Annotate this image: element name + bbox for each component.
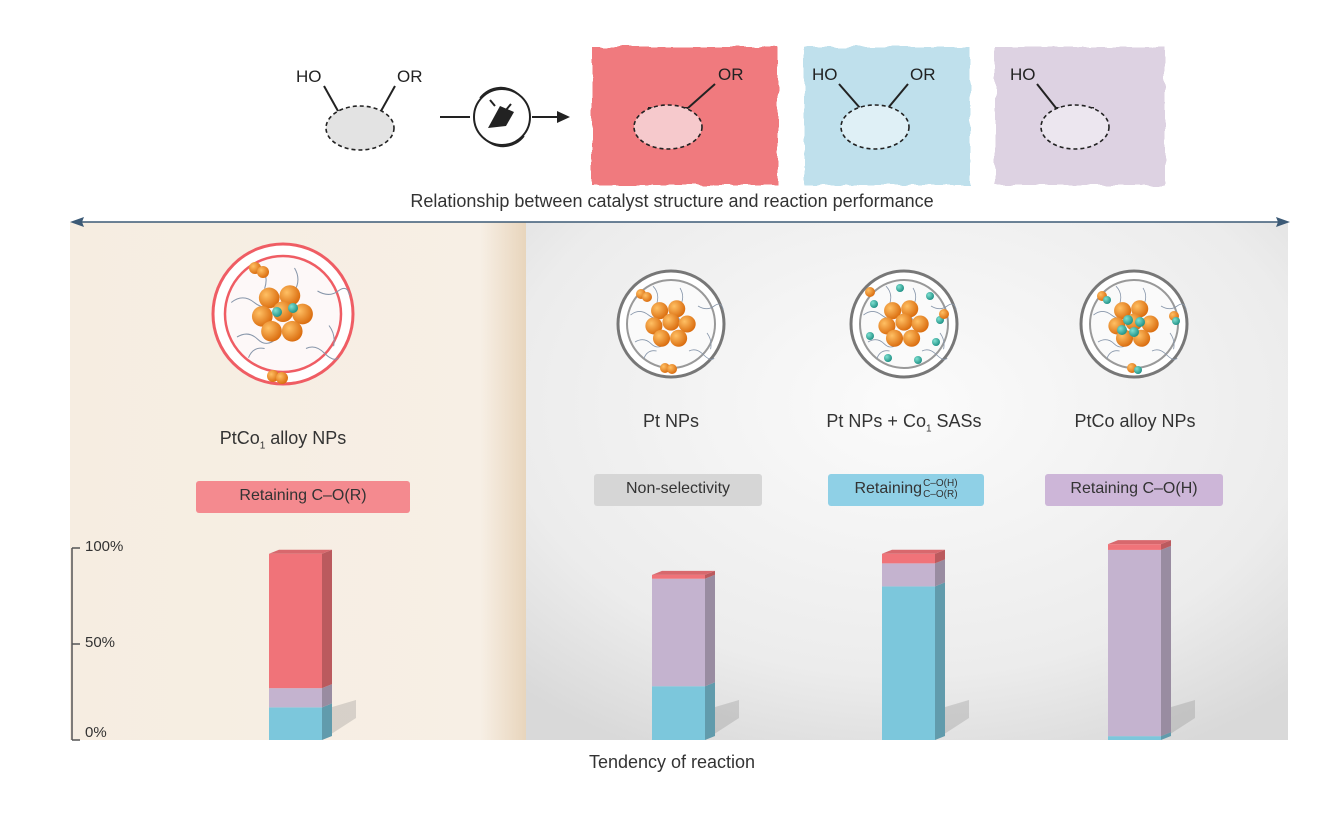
bar-side-pt-co1-coh	[935, 559, 945, 587]
catalyst-illustrations	[211, 242, 1189, 386]
pt-co1-particle	[849, 269, 959, 379]
ptco1-label: PtCo1 alloy NPs	[219, 428, 347, 452]
ptco1-particle	[211, 242, 355, 386]
bar-pt	[652, 570, 739, 740]
bar-segment-ptco1-cohcor	[269, 707, 322, 740]
bar-side-pt-coh	[705, 574, 715, 687]
bar-top-ptco1	[269, 549, 332, 554]
ptco-particle	[1079, 269, 1189, 379]
product-2-right-group: OR	[910, 65, 936, 84]
tendency-label: Tendency of reaction	[588, 752, 756, 772]
bar-side-pt-cohcor	[705, 682, 715, 740]
bar-ptco1	[269, 549, 356, 740]
product-1-right-group: OR	[718, 65, 744, 84]
bar-top-pt-co1	[882, 549, 945, 554]
product-retain-both: HO OR	[804, 47, 970, 185]
bar-side-ptco1-cohcor	[322, 703, 332, 740]
bar-segment-ptco1-cor	[269, 553, 322, 689]
bar-segment-pt-coh	[652, 578, 705, 687]
bar-segment-pt-cohcor	[652, 686, 705, 740]
ptco-badge: Retaining C–O(H)	[1045, 474, 1223, 506]
tick-label-50: 50%	[85, 634, 116, 651]
pt-co1-label: Pt NPs + Co1 SASs	[826, 411, 982, 435]
pt-particle	[616, 269, 726, 379]
bar-ptco	[1108, 540, 1195, 740]
relationship-label: Relationship between catalyst structure …	[410, 191, 934, 211]
catalysis-arrow	[440, 86, 570, 148]
product-retain-coh: HO	[995, 47, 1165, 185]
arrow-head-right	[1276, 217, 1290, 227]
product-retain-cor: OR	[592, 47, 778, 185]
bar-side-ptco-coh	[1161, 545, 1171, 737]
reactant-enol: HO OR	[296, 67, 423, 151]
bar-segment-ptco-cohcor	[1108, 736, 1161, 740]
bar-side-pt-cor	[705, 570, 715, 579]
bar-segment-ptco-coh	[1108, 549, 1161, 737]
bar-segment-pt-co1-cohcor	[882, 586, 935, 740]
ptco1-badge: Retaining C–O(R)	[196, 481, 410, 513]
bar-segment-ptco1-coh	[269, 688, 322, 708]
reaction-scheme: HO OR OR HO	[296, 47, 1165, 185]
arrow-head-left	[70, 217, 84, 227]
pt-label: Pt NPs	[642, 411, 699, 431]
bar-segment-ptco-cor	[1108, 544, 1161, 550]
product-3-left-group: HO	[1010, 65, 1036, 84]
bar-segment-pt-cor	[652, 574, 705, 579]
bar-segment-pt-co1-cor	[882, 553, 935, 564]
pt-badge: Non-selectivity	[594, 474, 762, 506]
bar-side-ptco1-cor	[322, 549, 332, 689]
ptco-label: PtCo alloy NPs	[1074, 411, 1196, 431]
bar-side-pt-co1-cohcor	[935, 582, 945, 740]
bar-top-ptco	[1108, 540, 1171, 545]
product-2-left-group: HO	[812, 65, 838, 84]
tick-label-100: 100%	[85, 538, 124, 555]
bar-side-ptco-cor	[1161, 540, 1171, 550]
bar-pt-co1	[882, 549, 969, 740]
bar-segment-pt-co1-coh	[882, 563, 935, 587]
bar-side-ptco1-coh	[322, 684, 332, 708]
tick-label-0: 0%	[85, 724, 107, 741]
bar-side-ptco-cohcor	[1161, 732, 1171, 740]
bar-top-pt	[652, 570, 715, 575]
reactant-right-group: OR	[397, 67, 423, 86]
reactant-left-group: HO	[296, 67, 322, 86]
bar-side-pt-co1-cor	[935, 549, 945, 564]
